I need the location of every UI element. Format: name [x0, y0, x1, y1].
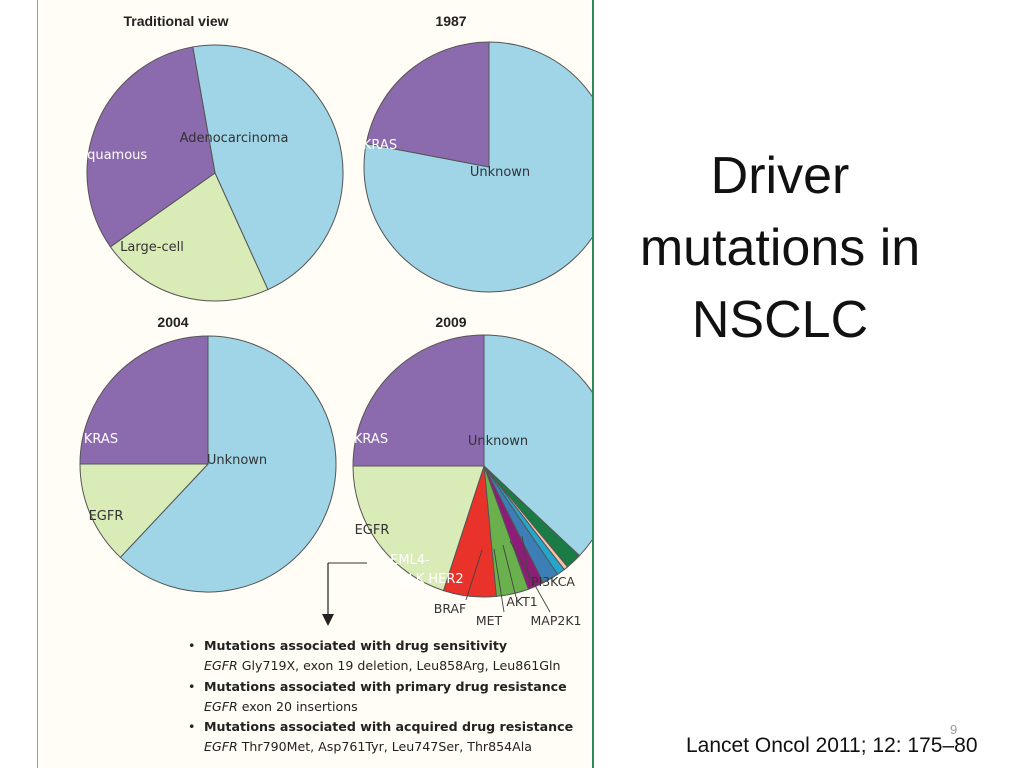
callout-label-akt1: AKT1	[506, 594, 537, 609]
slice-label-squamous: Squamous	[79, 148, 148, 163]
slice-label-eml4-alk-line1: EML4-	[390, 553, 430, 568]
pie-slice-kras	[365, 41, 490, 168]
slice-label-kras-2004: KRAS	[84, 432, 118, 447]
slice-label-unknown-1987: Unknown	[470, 165, 530, 180]
callout-label-braf: BRAF	[434, 601, 467, 616]
bullet: •	[188, 678, 196, 694]
note-detail-text: Gly719X, exon 19 deletion, Leu858Arg, Le…	[241, 658, 561, 674]
pie-2004	[79, 335, 337, 593]
pie-title-1987: 1987	[435, 13, 466, 29]
gene-name: EGFR	[204, 739, 238, 755]
slice-label-egfr-2009: EGFR	[355, 523, 390, 538]
pie-slice-adenocarcinoma	[192, 44, 344, 291]
gene-name: EGFR	[204, 698, 238, 714]
gene-name: EGFR	[204, 658, 238, 674]
pie-slice-egfr	[79, 463, 210, 559]
note-detail: EGFR Thr790Met, Asp761Tyr, Leu747Ser, Th…	[204, 737, 606, 757]
slice-label-eml4-alk-line2: ALK	[400, 572, 425, 587]
egfr-mutation-notes: • Mutations associated with drug sensiti…	[186, 636, 606, 758]
pie-slice-unknown	[119, 335, 337, 593]
pie-slice-unknown	[363, 41, 592, 293]
slice-label-adenocarcinoma: Adenocarcinoma	[180, 131, 289, 146]
note-heading: Mutations associated with drug sensitivi…	[204, 638, 508, 653]
note-acquired-resistance: • Mutations associated with acquired dru…	[186, 717, 606, 758]
slice-label-unknown-2004: Unknown	[207, 453, 267, 468]
slice-label-large-cell: Large-cell	[120, 240, 184, 255]
slide-title-line: NSCLC	[691, 291, 869, 349]
pie-slice-squamous	[86, 46, 216, 248]
note-drug-sensitivity: • Mutations associated with drug sensiti…	[186, 636, 606, 677]
pie-title-traditional: Traditional view	[123, 13, 228, 29]
slice-label-kras-1987: KRAS	[363, 138, 397, 153]
callout-label-map2k1: MAP2K1	[531, 613, 582, 628]
note-primary-resistance: • Mutations associated with primary drug…	[186, 677, 606, 718]
note-detail-text: exon 20 insertions	[241, 698, 358, 714]
bullet: •	[188, 638, 196, 653]
leader-braf	[465, 549, 483, 601]
slide-title-line: Driver	[710, 147, 850, 205]
leader-pi3kca	[521, 535, 530, 579]
leader-map2k1	[509, 540, 551, 613]
note-detail-text: Thr790Met, Asp761Tyr, Leu747Ser, Thr854A…	[241, 739, 532, 755]
slide-title: Driver mutations in NSCLC	[600, 140, 960, 356]
leader-akt1	[502, 544, 517, 598]
callout-lines	[465, 535, 551, 613]
pie-charts-figure: Traditional view 1987 2004 2009 Adenocar…	[79, 13, 592, 628]
pie-2009	[352, 334, 592, 598]
callout-label-pi3kca: PI3KCA	[531, 574, 575, 589]
slide-number: 9	[950, 722, 958, 737]
pie-traditional-view	[86, 44, 344, 302]
pie-slice-large-cell	[109, 172, 269, 302]
slice-label-kras-2009: KRAS	[354, 432, 388, 447]
note-detail: EGFR exon 20 insertions	[204, 697, 606, 717]
pie-slice-egfr	[352, 465, 485, 592]
leader-met	[493, 548, 505, 613]
slice-label-egfr-2004: EGFR	[89, 509, 124, 524]
note-heading: Mutations associated with primary drug r…	[204, 678, 567, 694]
pie-title-2009: 2009	[435, 314, 466, 330]
pie-1987	[363, 41, 592, 293]
callout-label-met: MET	[476, 613, 503, 628]
figure-panel: Traditional view 1987 2004 2009 Adenocar…	[37, 0, 594, 768]
pie-slice-kras	[352, 334, 485, 467]
note-heading: Mutations associated with acquired drug …	[204, 719, 574, 735]
citation: Lancet Oncol 2011; 12: 175–80	[686, 734, 978, 757]
pie-slice-kras	[79, 335, 209, 465]
pie-slice-unknown	[483, 334, 592, 557]
slide-title-line: mutations in	[639, 219, 921, 277]
slice-label-unknown-2009: Unknown	[468, 434, 528, 449]
slice-label-her2: HER2	[428, 572, 463, 587]
note-detail: EGFR Gly719X, exon 19 deletion, Leu858Ar…	[204, 656, 606, 676]
bullet: •	[188, 719, 196, 735]
pie-title-2004: 2004	[157, 314, 188, 330]
